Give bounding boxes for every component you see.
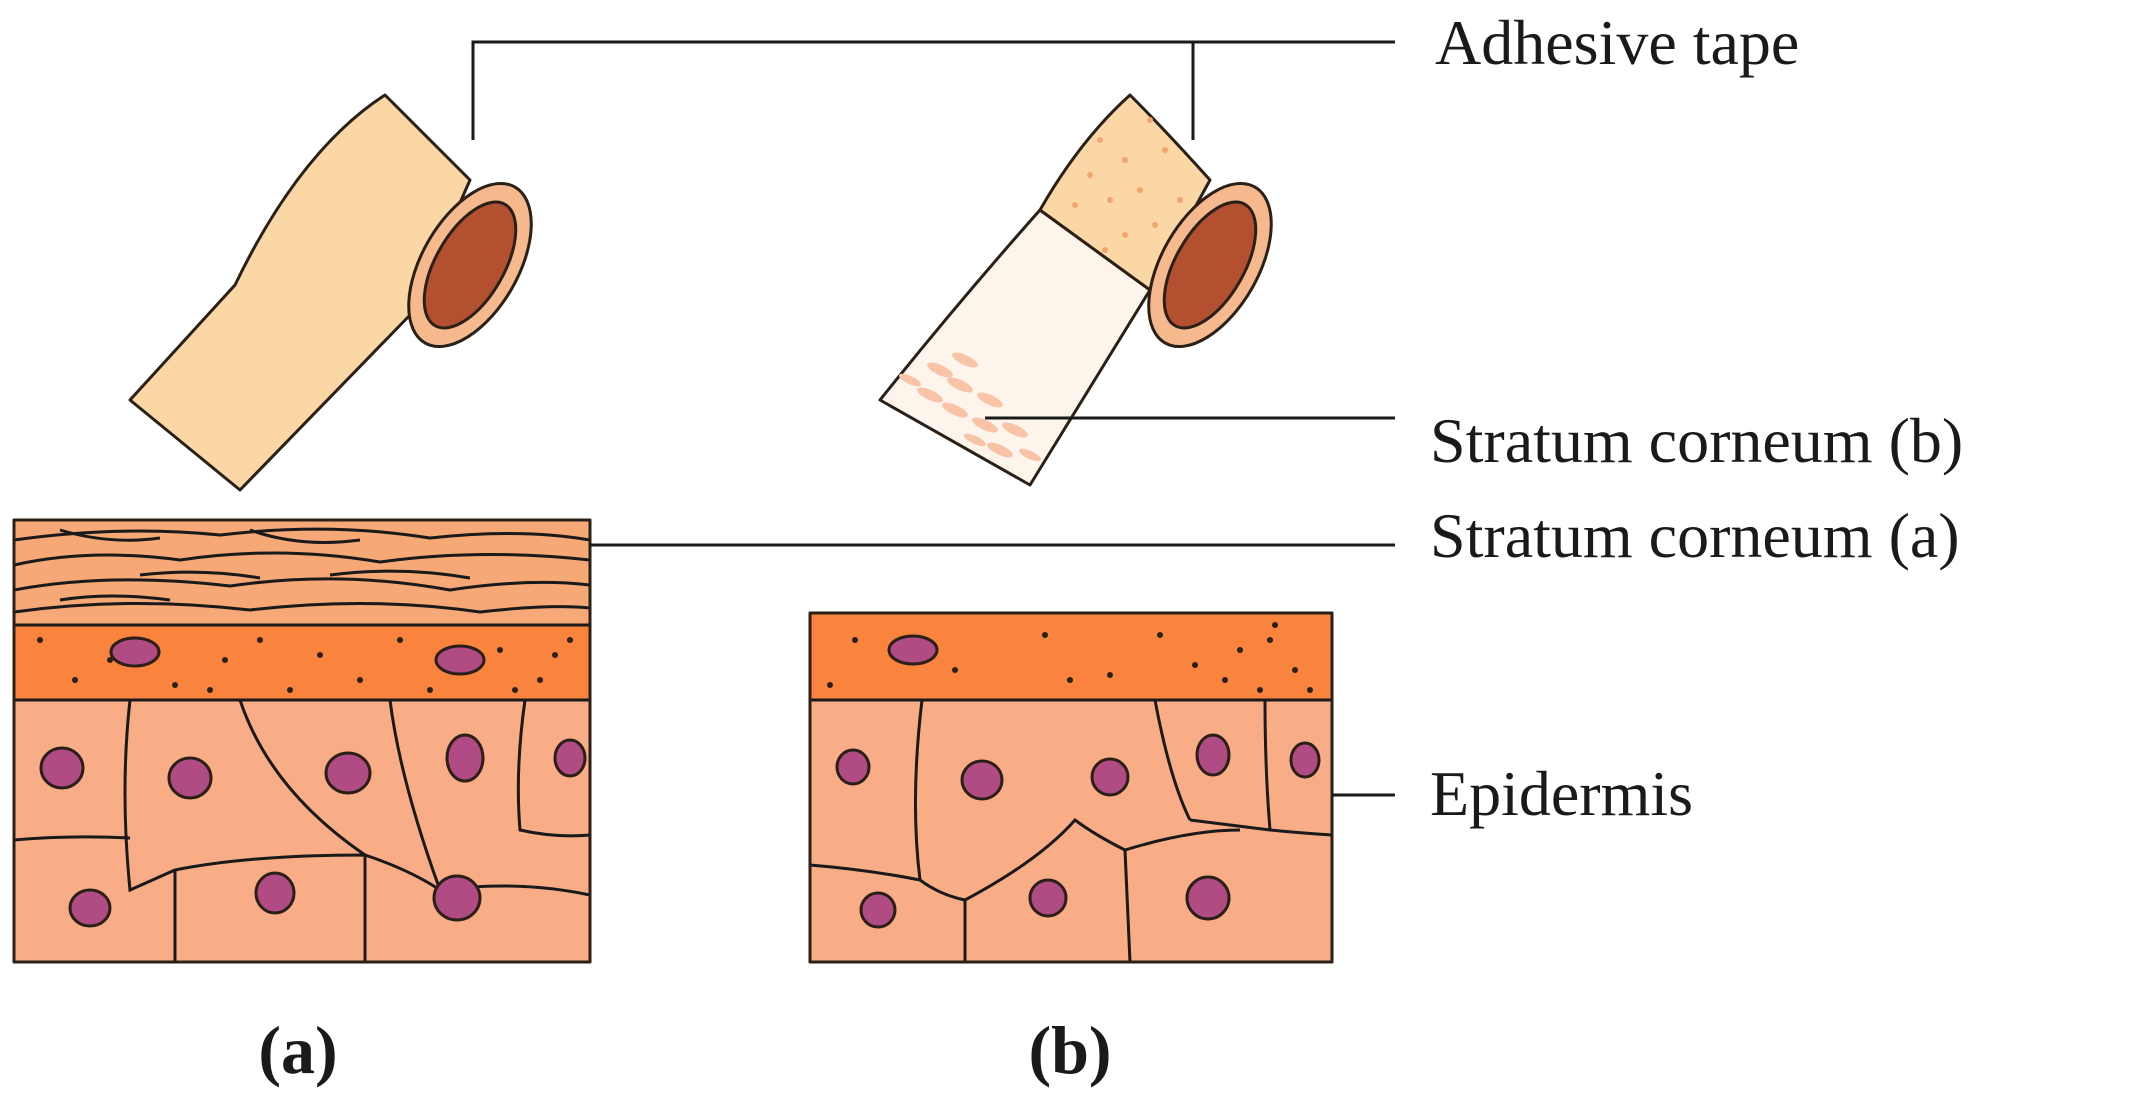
granular-layer-a: [14, 625, 590, 700]
leader-lines: [471, 40, 1395, 797]
label-adhesive-tape: Adhesive tape: [1435, 7, 1799, 78]
skin-panel-a: [12, 518, 592, 964]
nucleus: [1289, 741, 1321, 779]
nucleus: [68, 888, 112, 928]
nucleus: [432, 874, 482, 922]
nucleus: [835, 748, 871, 786]
caption-b: (b): [1028, 1012, 1111, 1088]
tape-dots: [1072, 117, 1183, 253]
stripped-skin-flakes: [898, 352, 1042, 462]
nucleus: [1028, 878, 1068, 918]
nucleus: [1195, 733, 1231, 777]
nucleus: [324, 751, 372, 795]
nucleus: [960, 759, 1004, 801]
nucleus: [887, 634, 939, 666]
granules-b: [827, 622, 1313, 693]
nucleus: [39, 746, 85, 790]
leader-adhesive-tape-a: [471, 40, 1395, 140]
label-stratum-corneum-a: Stratum corneum (a): [1430, 500, 1960, 571]
tape-roll-b-icon: [878, 93, 1273, 487]
nucleus: [445, 733, 485, 783]
skin-panel-b: [808, 611, 1334, 964]
nucleus: [434, 644, 486, 676]
label-epidermis: Epidermis: [1430, 758, 1693, 829]
granular-layer-b: [810, 613, 1332, 700]
nucleus: [109, 636, 161, 668]
nucleus: [1090, 757, 1130, 797]
caption-a: (a): [258, 1012, 337, 1088]
stratum-corneum-layer-a: [14, 520, 590, 625]
nucleus: [859, 891, 897, 929]
nucleus: [254, 871, 296, 915]
tape-roll-a-icon: [128, 93, 533, 492]
nucleus: [1185, 875, 1231, 921]
granules-a: [37, 637, 573, 693]
label-stratum-corneum-b: Stratum corneum (b): [1430, 405, 1963, 476]
nucleus: [167, 756, 213, 800]
nucleus: [553, 738, 587, 778]
